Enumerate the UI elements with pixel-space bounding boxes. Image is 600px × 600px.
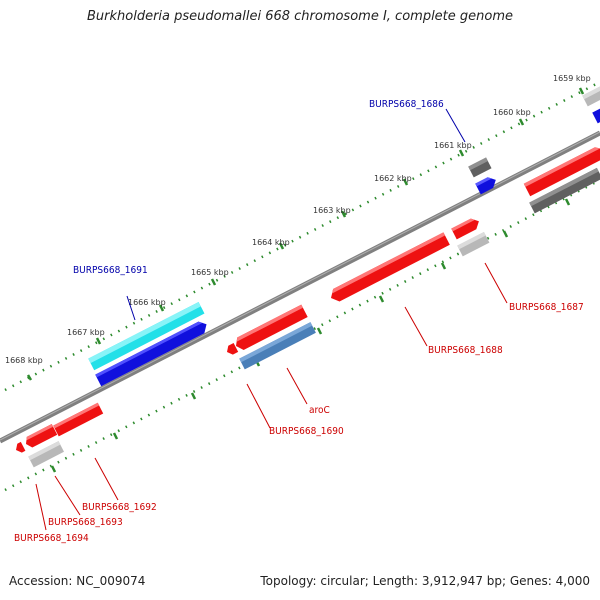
gene-feature[interactable]	[457, 231, 490, 257]
gene-feature[interactable]	[88, 301, 205, 371]
gene-label-1692: BURPS668_1692	[82, 502, 157, 513]
gene-feature[interactable]	[53, 402, 104, 437]
scale-label: 1659 kbp	[553, 74, 591, 83]
gene-label-1691: BURPS668_1691	[73, 265, 148, 276]
genome-backbone	[0, 130, 600, 444]
gene-feature[interactable]	[468, 157, 492, 178]
gene-label-1693: BURPS668_1693	[48, 517, 123, 528]
gene-feature[interactable]	[14, 441, 26, 455]
gene-feature[interactable]	[233, 304, 308, 353]
scale-label: 1666 kbp	[128, 298, 166, 307]
gene-feature[interactable]	[23, 424, 58, 449]
gene-feature[interactable]	[225, 342, 239, 356]
scale-label: 1668 kbp	[5, 356, 43, 365]
gene-label-1690: BURPS668_1690	[269, 426, 344, 437]
scale-labels: 1659 kbp 1660 kbp 1661 kbp 1662 kbp 1663…	[5, 74, 591, 365]
genome-summary-text: Topology: circular; Length: 3,912,947 bp…	[260, 574, 590, 588]
gene-label-1688: BURPS668_1688	[428, 345, 503, 356]
gene-feature[interactable]	[28, 441, 64, 468]
scale-label: 1661 kbp	[434, 141, 472, 150]
label-leaders	[35, 108, 508, 531]
scale-label: 1660 kbp	[493, 108, 531, 117]
gene-feature[interactable]	[592, 103, 600, 124]
gene-feature[interactable]	[529, 167, 600, 214]
gene-feature[interactable]	[523, 144, 600, 197]
accession-text: Accession: NC_009074	[9, 574, 146, 588]
gene-feature[interactable]	[328, 232, 450, 304]
lower-scale-line	[4, 178, 600, 492]
lower-major-ticks	[50, 198, 571, 473]
gene-feature[interactable]	[475, 175, 498, 195]
scale-label: 1665 kbp	[191, 268, 229, 277]
gene-labels: BURPS668_1686 BURPS668_1687 BURPS668_168…	[14, 99, 584, 544]
gene-label-1687: BURPS668_1687	[509, 302, 584, 313]
gene-feature[interactable]	[95, 319, 209, 387]
upper-major-ticks	[26, 87, 585, 381]
upper-scale-line	[4, 80, 600, 392]
gene-feature[interactable]	[582, 81, 600, 107]
map-title: Burkholderia pseudomallei 668 chromosome…	[86, 9, 514, 24]
gene-label-1694: BURPS668_1694	[14, 533, 89, 544]
gene-label-1686: BURPS668_1686	[369, 99, 444, 110]
scale-label: 1667 kbp	[67, 328, 105, 337]
scale-label: 1663 kbp	[313, 206, 351, 215]
scale-label: 1662 kbp	[374, 174, 412, 183]
gene-feature[interactable]	[451, 216, 481, 240]
scale-label: 1664 kbp	[252, 238, 290, 247]
gene-feature[interactable]	[239, 322, 316, 370]
gene-label-aroC: aroC	[309, 405, 330, 416]
